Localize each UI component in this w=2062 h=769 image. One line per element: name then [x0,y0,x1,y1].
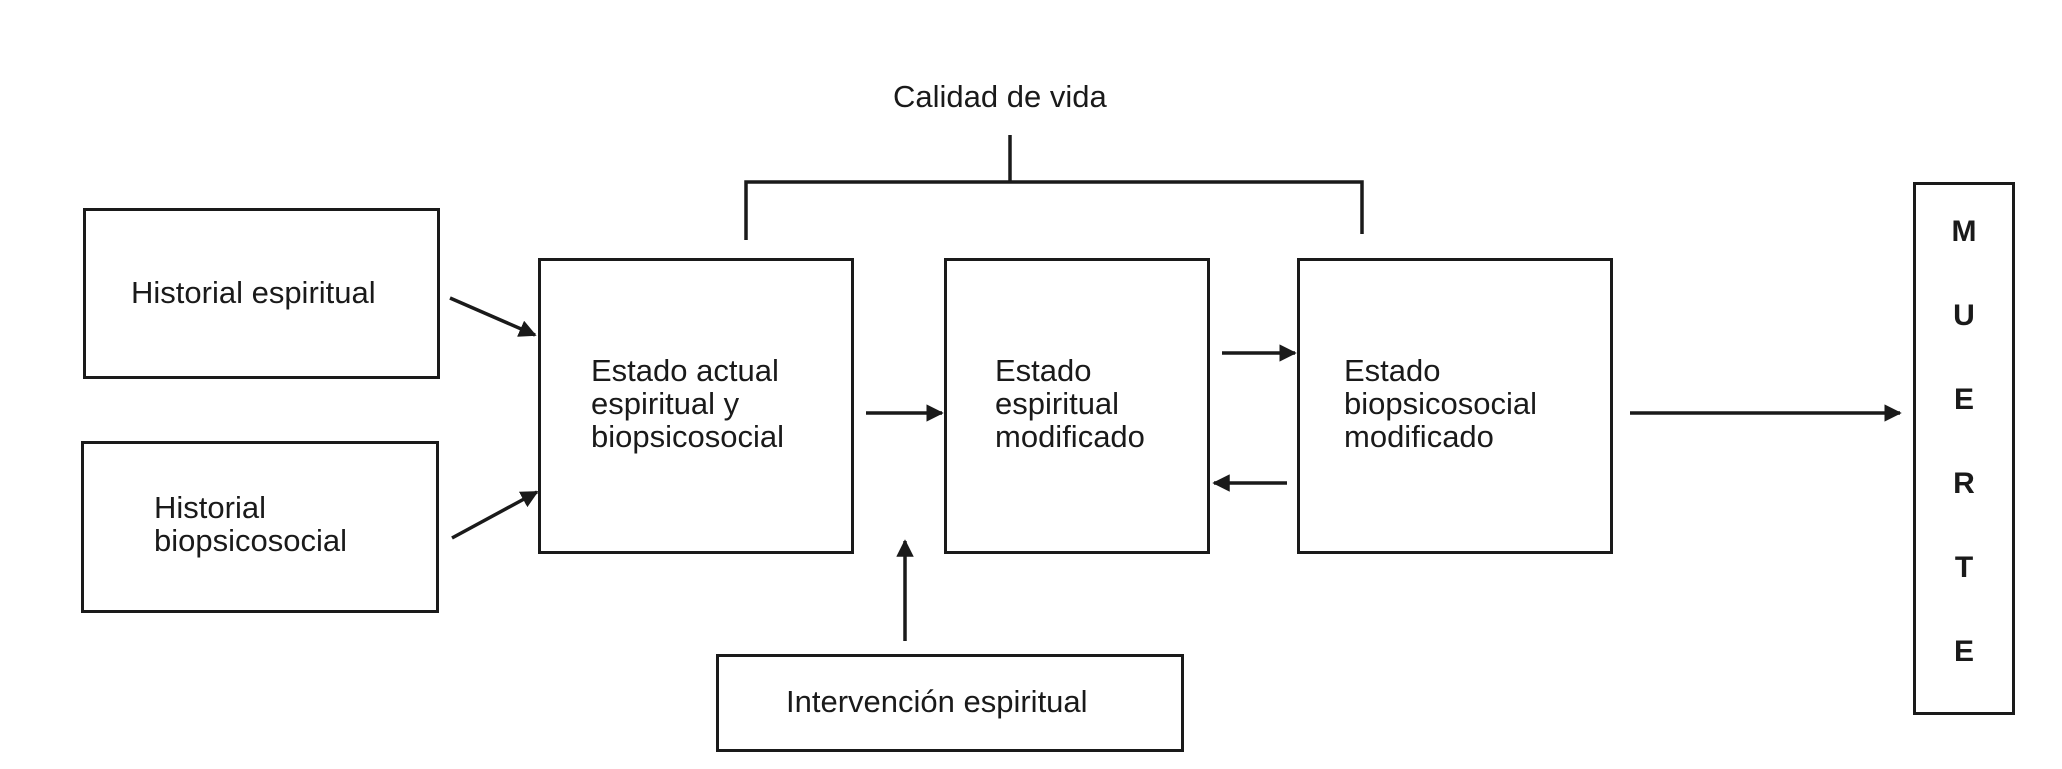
estado-espiritual-modificado-label: Estado espiritual modificado [995,353,1145,454]
historial-espiritual-label: Historial espiritual [131,275,376,310]
estado-actual-box: Estado actual espiritual y biopsicosocia… [538,258,854,554]
muerte-letter: M [1951,215,1977,248]
muerte-letter: E [1953,635,1974,668]
estado-actual-label: Estado actual espiritual y biopsicosocia… [591,353,784,454]
muerte-letter: T [1954,551,1974,584]
intervencion-espiritual-label: Intervención espiritual [786,684,1088,719]
muerte-box: M U E R T E [1913,182,2015,715]
estado-biopsicosocial-modificado-box: Estado biopsicosocial modificado [1297,258,1613,554]
historial-biopsicosocial-label: Historial biopsicosocial [154,490,347,558]
quality-of-life-label: Calidad de vida [893,79,1107,114]
historial-biopsicosocial-box: Historial biopsicosocial [81,441,439,613]
intervencion-espiritual-box: Intervención espiritual [716,654,1184,752]
estado-espiritual-modificado-box: Estado espiritual modificado [944,258,1210,554]
arrow-historial-biopsicosocial [451,490,539,540]
muerte-letter: U [1953,299,1975,332]
quality-bracket [744,180,1364,240]
muerte-letter: E [1953,383,1974,416]
estado-biopsicosocial-modificado-label: Estado biopsicosocial modificado [1344,353,1537,454]
historial-espiritual-box: Historial espiritual [83,208,440,379]
muerte-letter: R [1953,467,1975,500]
arrow-historial-espiritual [449,296,537,337]
